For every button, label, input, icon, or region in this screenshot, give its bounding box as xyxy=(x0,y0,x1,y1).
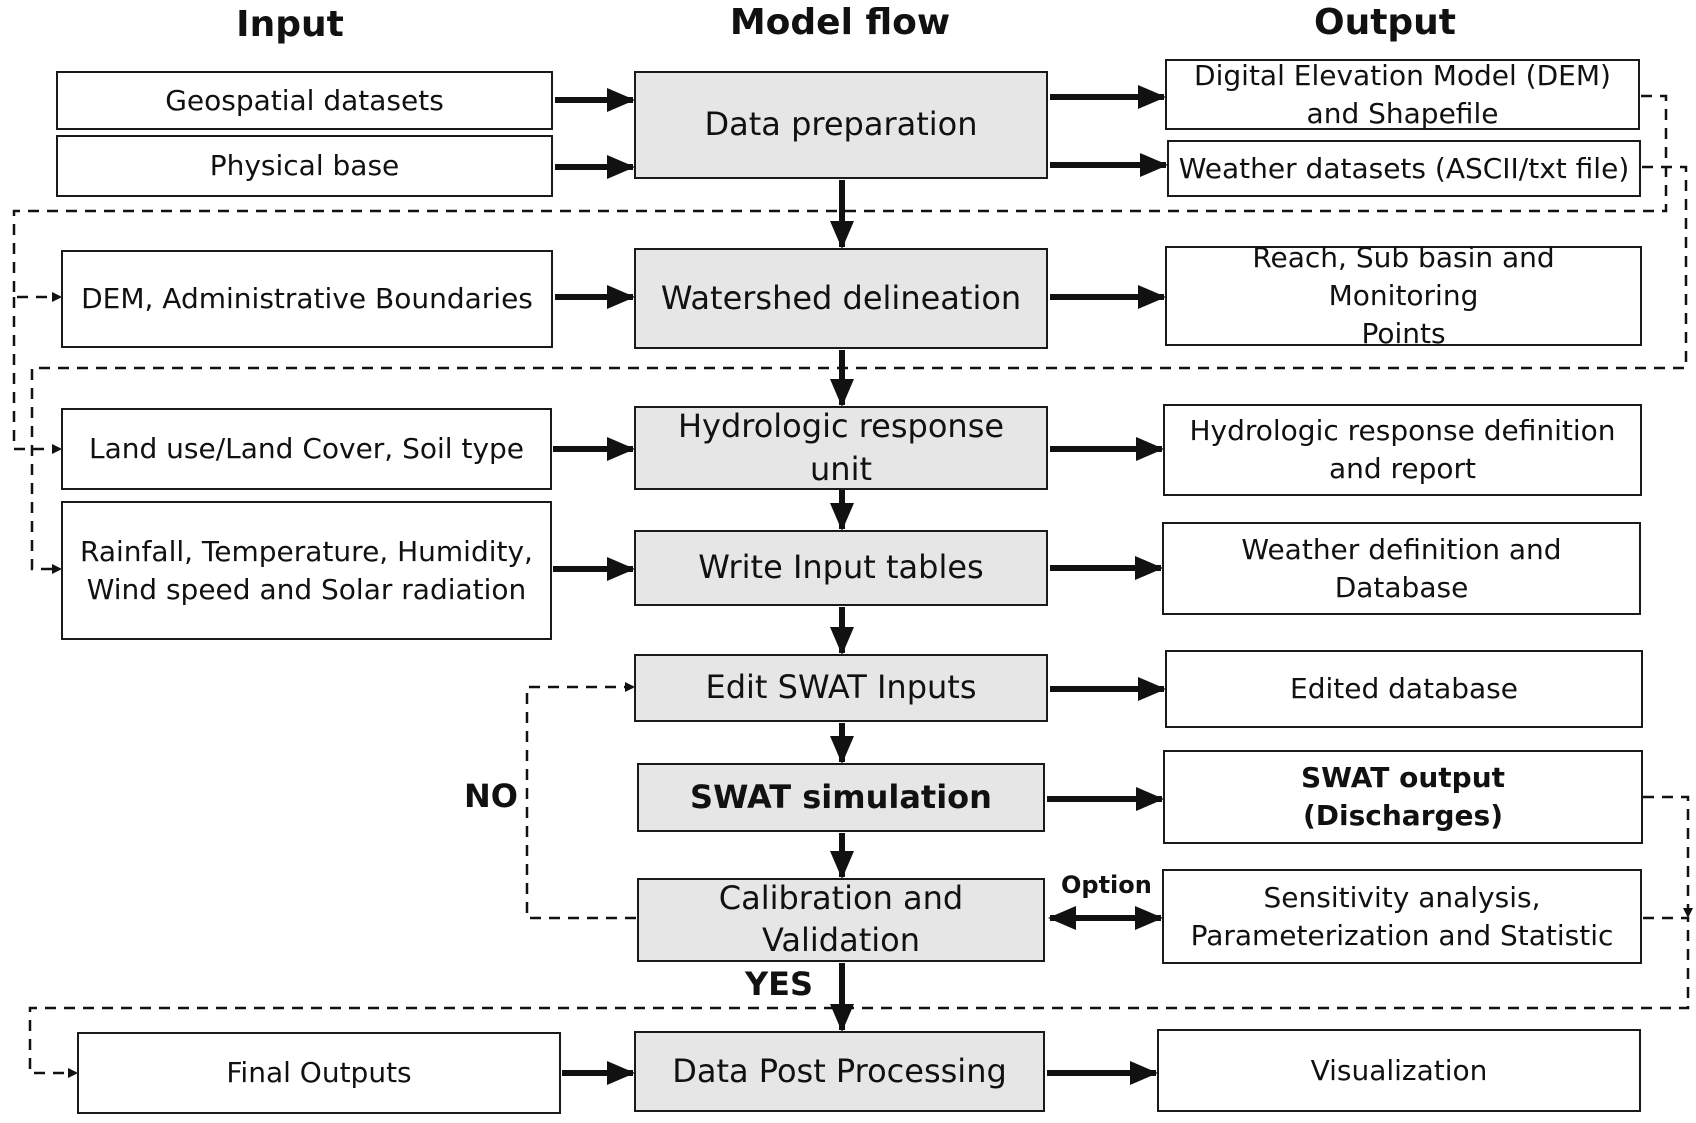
flow-write-tables-label: Write Input tables xyxy=(698,548,984,587)
output-sens-line2: Parameterization and Statistic xyxy=(1190,918,1614,952)
label-yes: YES xyxy=(745,965,814,1003)
header-input: Input xyxy=(236,4,344,45)
flow-watershed-label: Watershed delineation xyxy=(660,278,1022,317)
output-hru-line2: and report xyxy=(1328,452,1477,485)
label-option: Option xyxy=(1061,871,1152,899)
output-dem-shapefile: Digital Elevation Model (DEM) and Shapef… xyxy=(1165,59,1640,130)
input-final-outputs: Final Outputs xyxy=(77,1032,561,1114)
output-reach-line1: Reach, Sub basin and Monitoring xyxy=(1252,241,1555,313)
flow-data-preparation: Data preparation xyxy=(634,71,1048,179)
flow-swat-simulation: SWAT simulation xyxy=(637,763,1045,832)
output-swat-line1: SWAT output xyxy=(1300,761,1506,795)
output-hru-definition: Hydrologic response definition and repor… xyxy=(1163,404,1642,496)
output-hru-line1: Hydrologic response definition xyxy=(1189,414,1616,448)
output-reach-subbasin: Reach, Sub basin and Monitoring Points xyxy=(1165,241,1642,350)
output-weather-def-label: Weather definition and Database xyxy=(1241,532,1562,604)
flow-post-label: Data Post Processing xyxy=(672,1051,1007,1090)
input-final-label: Final Outputs xyxy=(226,1056,412,1090)
flow-hru-label: Hydrologic response unit xyxy=(677,406,1005,488)
flow-data-prep-label: Data preparation xyxy=(704,105,978,144)
output-weather-datasets: Weather datasets (ASCII/txt file) xyxy=(1167,140,1641,197)
input-dem-admin: DEM, Administrative Boundaries xyxy=(61,250,553,348)
label-no: NO xyxy=(464,777,518,815)
output-sensitivity-analysis: Sensitivity analysis, Parameterization a… xyxy=(1162,869,1642,964)
input-physical-label: Physical base xyxy=(209,149,400,183)
flow-edit-swat-inputs: Edit SWAT Inputs xyxy=(634,654,1048,722)
output-dem-line1: Digital Elevation Model (DEM) xyxy=(1194,58,1611,92)
output-weather-definition: Weather definition and Database xyxy=(1162,522,1641,615)
dashed-connectors xyxy=(12,94,1693,1078)
input-landuse-soil: Land use/Land Cover, Soil type xyxy=(61,408,552,490)
flow-data-post-processing: Data Post Processing xyxy=(634,1031,1045,1112)
flow-calibration-validation: Calibration and Validation xyxy=(637,878,1045,962)
output-visualization: Visualization xyxy=(1157,1029,1641,1112)
output-swat-output: SWAT output (Discharges) xyxy=(1163,750,1643,844)
output-dem-line2: and Shapefile xyxy=(1306,96,1499,130)
flow-calib-line1: Calibration and xyxy=(718,879,964,918)
input-weather-line1: Rainfall, Temperature, Humidity, xyxy=(80,534,533,568)
input-landuse-label: Land use/Land Cover, Soil type xyxy=(88,432,525,466)
header-output: Output xyxy=(1313,2,1457,43)
output-edited-db-label: Edited database xyxy=(1290,672,1518,706)
flow-calib-line2: Validation xyxy=(761,921,920,959)
output-sens-line1: Sensitivity analysis, xyxy=(1263,880,1541,914)
flow-watershed-delineation: Watershed delineation xyxy=(634,248,1048,349)
input-arrows xyxy=(553,88,635,1085)
flow-swat-sim-label: SWAT simulation xyxy=(690,777,992,816)
output-swat-line2: (Discharges) xyxy=(1302,799,1504,832)
flow-edit-swat-label: Edit SWAT Inputs xyxy=(705,668,977,707)
input-weather-params: Rainfall, Temperature, Humidity, Wind sp… xyxy=(61,501,552,640)
output-arrows xyxy=(1047,85,1168,1085)
input-geospatial-datasets: Geospatial datasets xyxy=(56,71,553,130)
output-reach-line2: Points xyxy=(1361,316,1446,350)
input-physical-base: Physical base xyxy=(56,135,553,197)
input-weather-line2: Wind speed and Solar radiation xyxy=(86,572,527,606)
flow-hydrologic-response-unit: Hydrologic response unit xyxy=(634,406,1048,490)
output-edited-database: Edited database xyxy=(1165,650,1643,728)
input-geospatial-label: Geospatial datasets xyxy=(165,83,444,117)
input-dem-admin-label: DEM, Administrative Boundaries xyxy=(81,282,533,316)
flow-write-input-tables: Write Input tables xyxy=(634,530,1048,606)
output-weather-datasets-label: Weather datasets (ASCII/txt file) xyxy=(1178,151,1630,185)
header-model-flow: Model flow xyxy=(729,2,951,43)
output-visualization-label: Visualization xyxy=(1310,1053,1488,1087)
